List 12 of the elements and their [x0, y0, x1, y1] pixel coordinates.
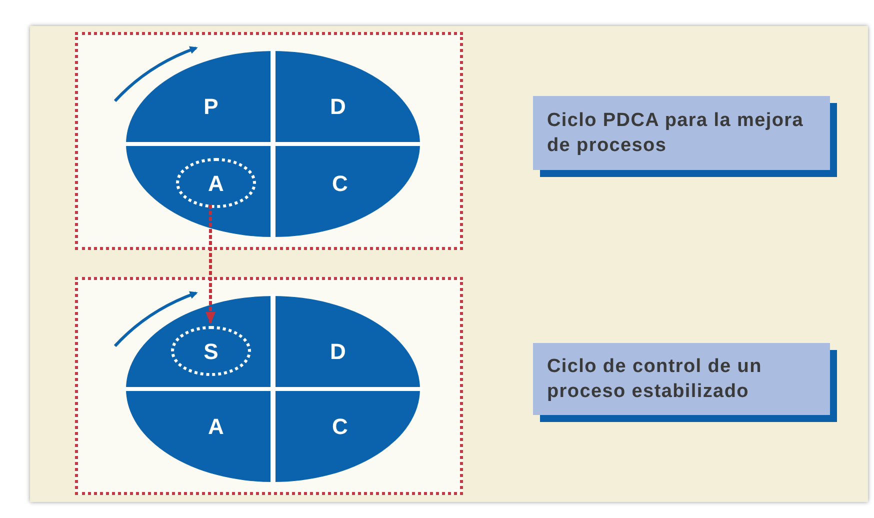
quadrant-letter: C [320, 411, 360, 441]
dashed-frame [75, 32, 463, 250]
quadrant-letter: D [318, 91, 358, 121]
caption-box: Ciclo de control de un proceso estabilizado [533, 343, 830, 415]
quadrant-letter: P [191, 91, 231, 121]
quadrant-letter: D [318, 336, 358, 366]
caption-box: Ciclo PDCA para la mejora de procesos [533, 96, 830, 170]
quadrant-letter: A [196, 411, 236, 441]
quadrant-letter: C [320, 168, 360, 198]
dashed-frame [75, 277, 463, 495]
dotted-ring: S [171, 326, 251, 376]
dotted-ring: A [176, 158, 256, 208]
